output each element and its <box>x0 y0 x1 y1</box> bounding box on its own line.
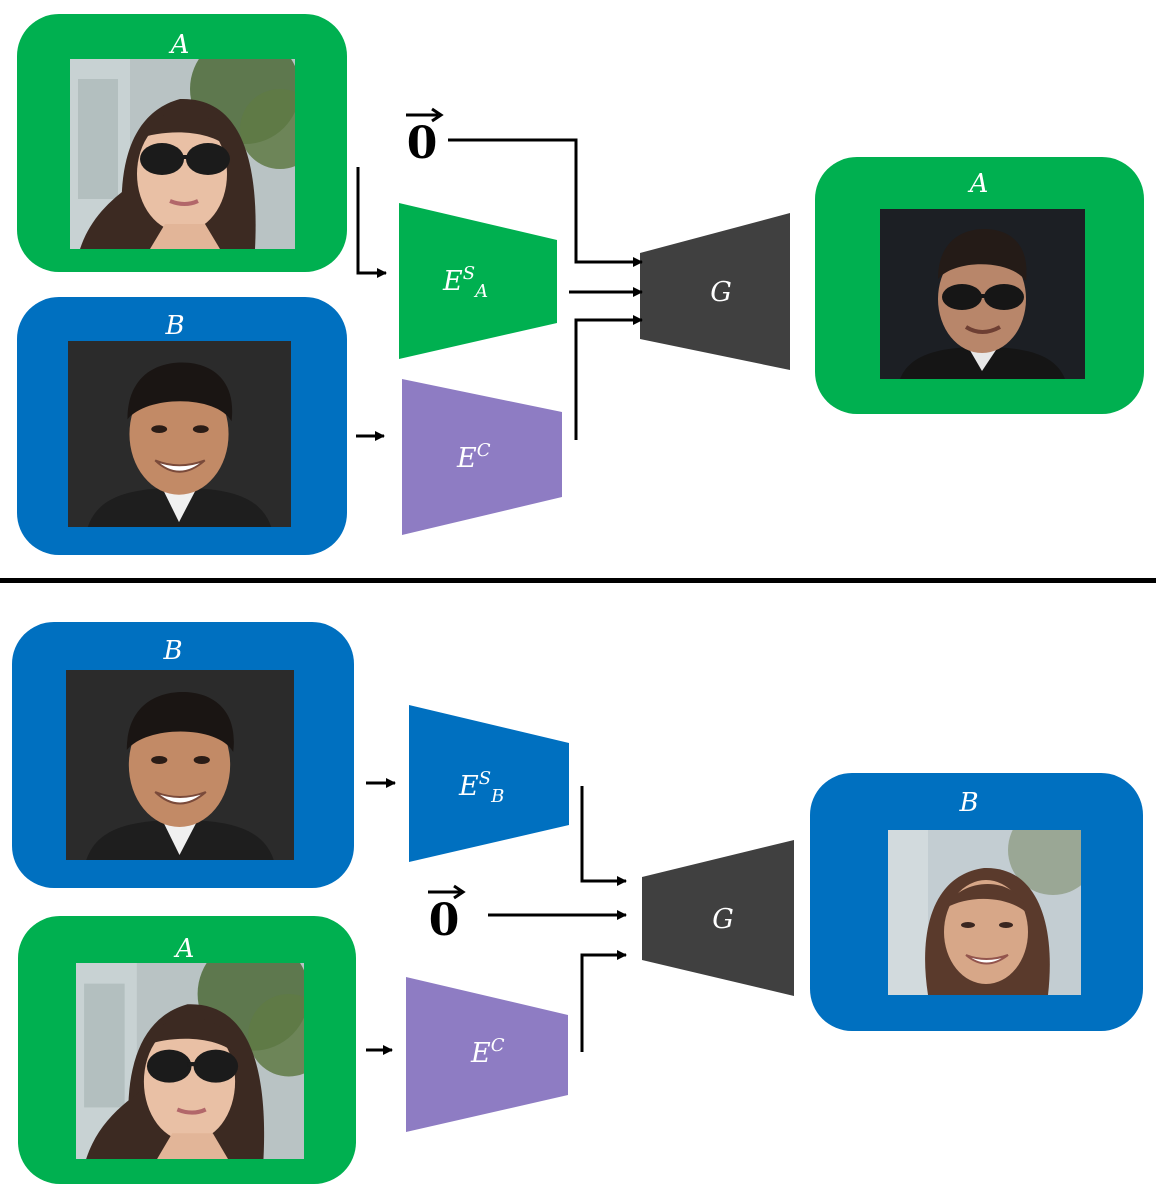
bottom-generator: G <box>642 840 794 996</box>
top-content-encoder: EC <box>402 379 562 535</box>
arrow-style-to-generator <box>580 786 627 886</box>
encoder-superscript: S <box>463 263 475 284</box>
top-input-b-box: B <box>17 297 347 555</box>
style-encoder-trapezoid <box>409 705 569 862</box>
vector-arrow-head <box>453 884 466 900</box>
encoder-superscript: C <box>477 440 491 461</box>
top-generator: G <box>640 213 790 370</box>
svg-text:EC: EC <box>470 1035 505 1069</box>
bottom-arrows <box>366 778 627 1055</box>
svg-text:EC: EC <box>456 440 491 474</box>
woman-sunglasses-photo <box>76 937 329 1159</box>
smiling-woman-output-photo <box>888 830 1081 995</box>
smiling-man-photo <box>66 670 294 860</box>
svg-text:ESB: ESB <box>458 768 504 807</box>
vector-arrow-head <box>431 107 444 123</box>
encoder-letter: E <box>442 266 463 297</box>
content-encoder-trapezoid <box>402 379 562 535</box>
top-panel: A B ESA EC 0 <box>17 14 1144 555</box>
bottom-panel: B A ESB EC 0 <box>12 622 1143 1184</box>
top-output-box: A <box>815 157 1144 414</box>
encoder-subscript: A <box>473 281 488 302</box>
generator-label: G <box>710 277 732 308</box>
top-style-encoder: ESA <box>399 203 557 359</box>
arrow-content-to-generator <box>574 315 643 440</box>
smiling-man-photo <box>68 341 291 527</box>
zero-vector-symbol: 0 <box>429 895 460 946</box>
generator-trapezoid <box>640 213 790 370</box>
bottom-style-encoder: ESB <box>409 705 569 862</box>
generator-trapezoid <box>642 840 794 996</box>
encoder-subscript: B <box>490 786 504 807</box>
bottom-zero-vector: 0 <box>428 884 466 946</box>
arrow-a-to-style-encoder <box>356 167 387 278</box>
top-input-b-label: B <box>164 311 184 341</box>
top-input-a-label: A <box>169 30 190 60</box>
zero-vector-symbol: 0 <box>407 118 438 169</box>
svg-text:ESA: ESA <box>442 263 488 302</box>
bottom-output-box: B <box>810 773 1143 1031</box>
top-input-a-box: A <box>17 14 347 272</box>
section-divider <box>0 578 1156 583</box>
encoder-letter: E <box>470 1038 491 1069</box>
bottom-input-a-box: A <box>18 916 356 1184</box>
encoder-superscript: S <box>479 768 491 789</box>
arrow-content-to-generator <box>580 950 627 1052</box>
top-output-label: A <box>968 169 989 199</box>
arrow-zero-to-generator <box>448 138 643 267</box>
bottom-content-encoder: EC <box>406 977 568 1132</box>
bottom-input-b-box: B <box>12 622 354 888</box>
bottom-input-a-label: A <box>174 934 195 964</box>
content-encoder-trapezoid <box>406 977 568 1132</box>
bottom-input-b-label: B <box>162 636 182 666</box>
encoder-superscript: C <box>491 1035 505 1056</box>
encoder-letter: E <box>458 771 479 802</box>
woman-sunglasses-photo <box>70 59 295 249</box>
top-zero-vector: 0 <box>406 107 444 169</box>
generator-label: G <box>712 904 734 935</box>
man-sunglasses-output-photo <box>880 209 1085 379</box>
bottom-output-label: B <box>958 788 978 818</box>
top-arrows <box>356 138 643 441</box>
encoder-letter: E <box>456 443 477 474</box>
style-encoder-trapezoid <box>399 203 557 359</box>
